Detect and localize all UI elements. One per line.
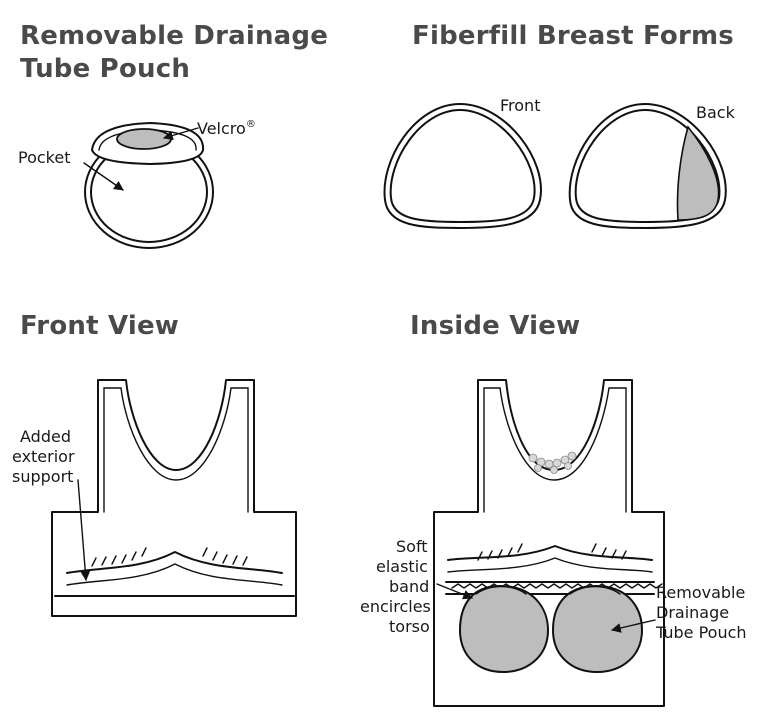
- label-band-4: encircles: [360, 597, 431, 616]
- back-velcro-panel: [676, 125, 720, 221]
- label-support-3: support: [12, 467, 73, 486]
- label-support-1: Added: [20, 427, 71, 446]
- fiberfill-peek: [528, 451, 577, 474]
- pouch-illustration: [83, 122, 214, 249]
- inside-view-bra: [433, 379, 665, 707]
- label-pouch-1: Removable: [656, 583, 745, 602]
- label-pouch-2: Drainage: [656, 603, 729, 622]
- pouch-right: [551, 584, 644, 674]
- heading-front-view: Front View: [20, 311, 180, 341]
- label-pouch-3: Tube Pouch: [655, 623, 747, 642]
- velcro-patch: [116, 128, 172, 150]
- heading-inside-view: Inside View: [410, 311, 581, 341]
- heading-pouch-line1: Removable Drainage: [20, 21, 329, 51]
- heading-pouch-line2: Tube Pouch: [20, 54, 191, 84]
- heading-breast-forms: Fiberfill Breast Forms: [412, 21, 734, 51]
- label-back: Back: [696, 103, 736, 122]
- label-front: Front: [500, 96, 540, 115]
- label-band-1: Soft: [396, 537, 428, 556]
- front-view-bra: [51, 379, 297, 617]
- label-pocket: Pocket: [18, 148, 70, 167]
- breast-form-back: [568, 103, 727, 229]
- label-velcro: Velcro®: [197, 119, 256, 138]
- label-band-3: band: [389, 577, 429, 596]
- label-band-2: elastic: [376, 557, 428, 576]
- label-support-2: exterior: [12, 447, 75, 466]
- label-band-5: torso: [389, 617, 430, 636]
- pouch-left: [458, 584, 550, 674]
- breast-form-front: [383, 103, 542, 229]
